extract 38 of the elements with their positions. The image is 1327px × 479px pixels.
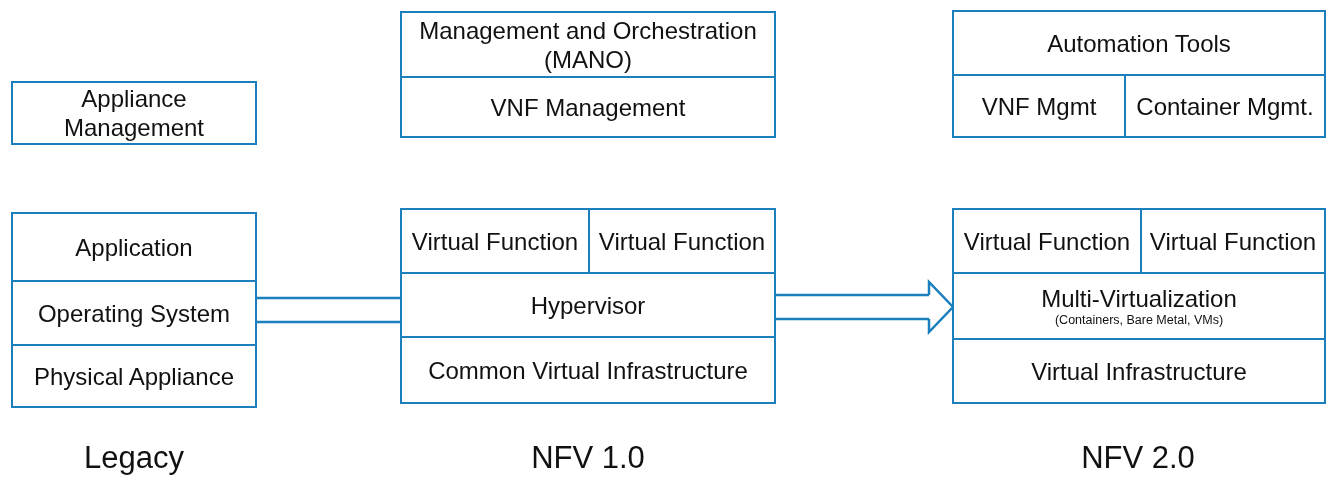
- column-caption: NFV 1.0: [531, 440, 645, 476]
- layer-box: [400, 272, 776, 338]
- layer-label: Operating System: [37, 298, 231, 328]
- layer-box: [11, 344, 257, 408]
- layer-box: [952, 272, 1326, 340]
- layer-box: [588, 208, 776, 274]
- layer-box: [11, 212, 257, 282]
- column-caption: Legacy: [84, 440, 184, 476]
- layer-label: Multi-Virtualization: [1041, 284, 1237, 313]
- layer-label: Virtual Function: [411, 226, 579, 256]
- layer-box: [400, 208, 590, 274]
- layer-label: Appliance Management: [62, 84, 206, 142]
- layer-box: [1124, 74, 1326, 138]
- layer-label: Hypervisor: [530, 290, 646, 320]
- layer-box: [400, 336, 776, 404]
- layer-label: Virtual Infrastructure: [1031, 356, 1247, 386]
- layer-box: [952, 338, 1326, 404]
- layer-label: Common Virtual Infrastructure: [428, 355, 748, 385]
- layer-label: Container Mgmt.: [1136, 91, 1314, 121]
- layer-box: [11, 81, 257, 145]
- layer-box: [400, 11, 776, 78]
- layer-label: Virtual Function: [963, 226, 1131, 256]
- column-caption: NFV 2.0: [1081, 440, 1195, 476]
- layer-box: [400, 76, 776, 138]
- layer-label: Virtual Function: [598, 226, 766, 256]
- layer-box: [952, 208, 1142, 274]
- layer-box: [952, 74, 1126, 138]
- layer-label: VNF Mgmt: [981, 91, 1097, 121]
- layer-box: [11, 280, 257, 346]
- layer-label: Automation Tools: [1047, 28, 1231, 58]
- layer-label: Physical Appliance: [33, 361, 235, 391]
- layer-label: VNF Management: [490, 92, 686, 122]
- layer-box: [1140, 208, 1326, 274]
- layer-sublabel: (Containers, Bare Metal, VMs): [1054, 313, 1224, 328]
- layer-label: Management and Orchestration (MANO): [418, 15, 758, 74]
- layer-label: Virtual Function: [1149, 226, 1317, 256]
- layer-box: [952, 10, 1326, 76]
- layer-label: Application: [75, 232, 193, 262]
